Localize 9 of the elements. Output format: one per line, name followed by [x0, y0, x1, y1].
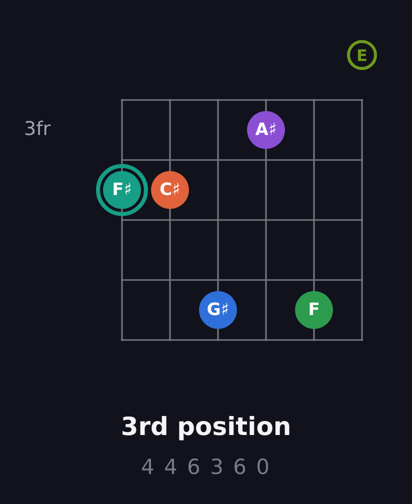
note-dot: A♯: [247, 111, 285, 149]
note-dot: F: [295, 291, 333, 329]
root-note-dot: F♯: [96, 164, 148, 216]
chord-title: 3rd position: [120, 412, 292, 441]
open-string-marker: E: [347, 40, 377, 70]
fingering-numbers: 4 4 6 3 6 0: [140, 455, 272, 479]
note-dot: C♯: [151, 171, 189, 209]
note-dot: G♯: [199, 291, 237, 329]
fret-number-label: 3fr: [24, 118, 51, 140]
